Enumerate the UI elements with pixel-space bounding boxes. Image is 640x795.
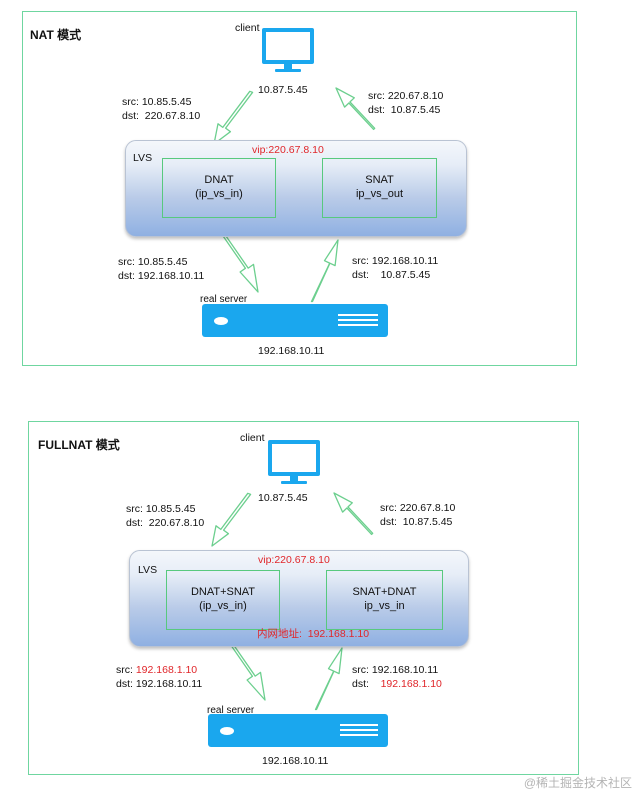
fullnat-response-src: src: 220.67.8.10 <box>380 502 456 514</box>
fullnat-client-label: client <box>240 432 265 444</box>
nat-snat-hook: ip_vs_out <box>355 188 404 200</box>
nat-response-arrow-icon <box>335 87 376 131</box>
nat-server-response-dst: dst: 10.87.5.45 <box>352 269 431 281</box>
nat-real-server-icon <box>202 304 388 337</box>
fullnat-panel <box>28 421 579 775</box>
fullnat-server-response-src: src: 192.168.10.11 <box>352 664 439 676</box>
nat-snat-module: SNAT ip_vs_out <box>322 158 437 218</box>
fullnat-response-arrow-icon <box>333 492 374 536</box>
nat-dnat-module: DNAT (ip_vs_in) <box>162 158 276 218</box>
fullnat-in-module: DNAT+SNAT (ip_vs_in) <box>166 570 280 630</box>
nat-server-ip: 192.168.10.11 <box>258 345 325 357</box>
fullnat-inner-address: 内网地址: 192.168.1.10 <box>257 628 370 640</box>
fullnat-server-ip: 192.168.10.11 <box>262 755 329 767</box>
fullnat-request-arrow-icon <box>211 492 252 547</box>
nat-server-label: real server <box>200 294 248 305</box>
nat-server-request-dst: dst: 192.168.10.11 <box>118 270 205 282</box>
nat-server-response-arrow-icon <box>310 239 339 303</box>
fullnat-server-request-src-value: 192.168.1.10 <box>135 664 198 676</box>
nat-lvs-label: LVS <box>133 152 153 164</box>
fullnat-request-dst: dst: 220.67.8.10 <box>126 517 205 529</box>
fullnat-real-server-icon <box>208 714 388 747</box>
fullnat-server-request-dst: dst: 192.168.10.11 <box>116 678 203 690</box>
nat-response-src: src: 220.67.8.10 <box>368 90 444 102</box>
nat-client-label: client <box>235 22 260 34</box>
fullnat-server-response-dst-value: 192.168.1.10 <box>380 678 442 690</box>
fullnat-server-label: real server <box>207 705 255 716</box>
nat-request-dst: dst: 220.67.8.10 <box>122 110 201 122</box>
nat-dnat-name: DNAT <box>204 174 234 186</box>
fullnat-vip: vip:220.67.8.10 <box>258 554 330 566</box>
nat-server-response-src: src: 192.168.10.11 <box>352 255 439 267</box>
fullnat-in-hook: (ip_vs_in) <box>199 600 247 612</box>
fullnat-client-ip: 10.87.5.45 <box>258 492 308 504</box>
nat-server-request-src: src: 10.85.5.45 <box>118 256 188 268</box>
fullnat-title: FULLNAT 模式 <box>38 438 120 452</box>
fullnat-response-dst: dst: 10.87.5.45 <box>380 516 453 528</box>
nat-request-src: src: 10.85.5.45 <box>122 96 192 108</box>
fullnat-in-name: DNAT+SNAT <box>190 586 256 598</box>
nat-vip: vip:220.67.8.10 <box>252 144 324 156</box>
nat-snat-name: SNAT <box>365 174 394 186</box>
fullnat-server-response-arrow-icon <box>314 647 343 711</box>
nat-client-ip: 10.87.5.45 <box>258 84 308 96</box>
nat-panel <box>22 11 577 366</box>
fullnat-lvs-label: LVS <box>138 564 158 576</box>
fullnat-out-module: SNAT+DNAT ip_vs_in <box>326 570 443 630</box>
nat-request-arrow-icon <box>213 90 254 145</box>
nat-response-dst: dst: 10.87.5.45 <box>368 104 441 116</box>
fullnat-server-request-src: src: 192.168.1.10 <box>116 664 197 677</box>
nat-lvs-box <box>125 140 467 237</box>
fullnat-server-response-dst: dst: 192.168.1.10 <box>352 678 442 691</box>
fullnat-out-hook: ip_vs_in <box>364 600 405 612</box>
fullnat-server-request-src-prefix: src: <box>116 664 136 676</box>
fullnat-request-src: src: 10.85.5.45 <box>126 503 196 515</box>
fullnat-out-name: SNAT+DNAT <box>352 586 417 598</box>
fullnat-lvs-box <box>129 550 469 647</box>
fullnat-server-response-dst-prefix: dst: <box>352 678 381 690</box>
watermark: @稀土掘金技术社区 <box>523 776 632 790</box>
nat-dnat-hook: (ip_vs_in) <box>195 188 243 200</box>
nat-title: NAT 模式 <box>30 28 82 42</box>
